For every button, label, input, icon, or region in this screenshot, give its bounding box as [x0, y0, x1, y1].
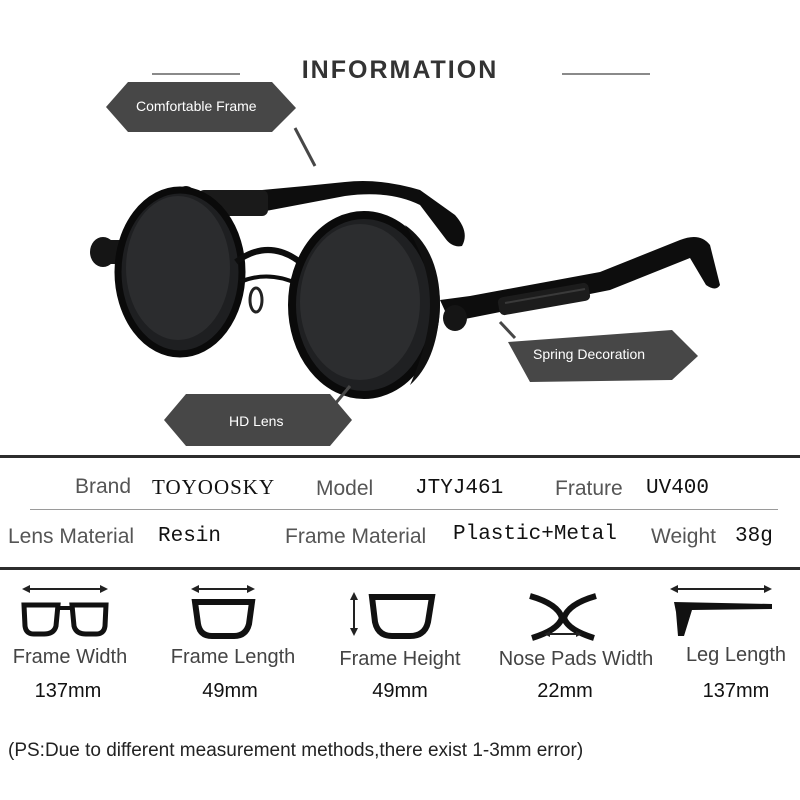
- callout-comfortable-frame: Comfortable Frame: [136, 98, 257, 114]
- title-left-line: [152, 73, 240, 75]
- sunglasses-image: [90, 82, 720, 446]
- callout-comfortable-frame-bg: [106, 82, 296, 132]
- model-value: JTYJ461: [415, 477, 504, 500]
- frature-label: Frature: [555, 477, 623, 500]
- dimension-icons: [21, 585, 772, 641]
- page-title: INFORMATION: [301, 56, 499, 84]
- dim-label-frame-height: Frame Height: [339, 648, 461, 670]
- frame-material-label: Frame Material: [285, 525, 427, 548]
- title-right-line: [562, 73, 650, 75]
- lens-material-value: Resin: [158, 525, 222, 548]
- brand-label: Brand: [75, 475, 132, 498]
- dim-label-frame-width: Frame Width: [12, 646, 128, 668]
- dim-value-frame-height: 49mm: [372, 680, 428, 702]
- callout-spring-decoration: Spring Decoration: [533, 346, 646, 362]
- callout-hd-lens: HD Lens: [229, 413, 284, 429]
- frame-material-value: Plastic+Metal: [453, 523, 617, 546]
- spec-top-rule: [0, 455, 800, 458]
- dim-label-frame-length: Frame Length: [170, 646, 296, 668]
- frame-width-icon: [21, 585, 109, 637]
- spring-line: [504, 288, 586, 304]
- callout-pointer-spring: [498, 320, 517, 340]
- dim-label-leg-length: Leg Length: [685, 644, 787, 666]
- dim-value-leg-length: 137mm: [702, 680, 770, 702]
- nose-pads-icon: [529, 593, 597, 641]
- leg-length-icon: [670, 585, 772, 636]
- dim-value-frame-length: 49mm: [202, 680, 258, 702]
- spring-decoration: [497, 282, 591, 316]
- weight-value: 38g: [735, 525, 773, 548]
- right-lens-tint: [300, 224, 420, 380]
- dim-label-nose-pads-width: Nose Pads Width: [498, 648, 654, 670]
- frature-value: UV400: [646, 477, 710, 500]
- bridge-lower: [239, 274, 299, 286]
- lens-material-label: Lens Material: [8, 525, 135, 548]
- dim-value-frame-width: 137mm: [34, 680, 102, 702]
- model-label: Model: [316, 477, 374, 500]
- bridge: [234, 247, 302, 265]
- weight-label: Weight: [651, 525, 716, 548]
- right-screw: [443, 305, 467, 331]
- frame-height-icon: [350, 592, 436, 639]
- nose-pad: [248, 286, 264, 314]
- spec-bottom-rule: [0, 567, 800, 570]
- near-temple: [440, 236, 720, 322]
- spec-middle-rule: [30, 509, 778, 510]
- callout-spring-decoration-bg: [508, 330, 698, 382]
- brand-value: TOYOOSKY: [152, 475, 276, 499]
- callout-hd-lens-bg: [164, 394, 352, 446]
- dim-value-nose-pads-width: 22mm: [537, 680, 593, 702]
- left-lens-tint: [126, 196, 230, 340]
- frame-length-icon: [191, 585, 256, 639]
- measurement-note: (PS:Due to different measurement methods…: [8, 740, 584, 761]
- right-side-shield: [405, 225, 440, 385]
- callout-pointer-frame: [293, 127, 317, 167]
- far-temple: [240, 181, 465, 247]
